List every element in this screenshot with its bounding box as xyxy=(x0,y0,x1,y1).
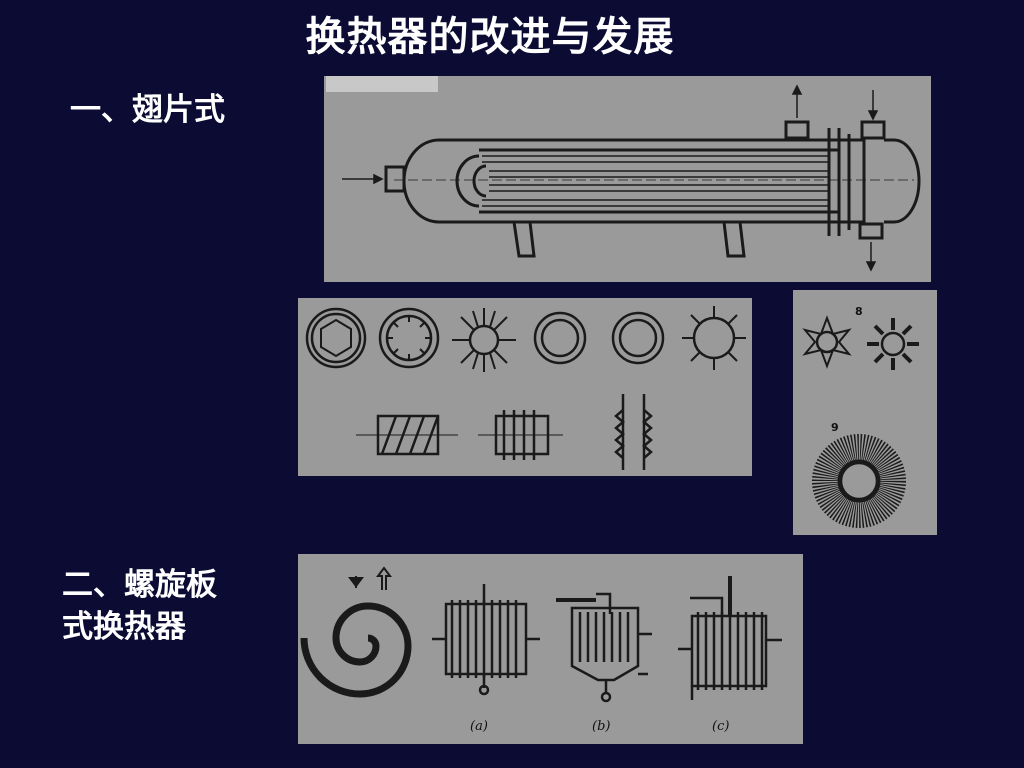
caption-c: (c) xyxy=(712,719,729,734)
star-brush-drawing: 8 9 xyxy=(802,305,919,528)
section-heading-spiral-line2: 式换热器 xyxy=(62,609,186,645)
spiral-plate-drawing: (a) (b) (c) xyxy=(300,566,782,734)
caption-b: (b) xyxy=(592,719,610,734)
shell-tube-exchanger-figure xyxy=(324,76,931,282)
slide-title: 换热器的改进与发展 xyxy=(305,13,675,60)
star-brush-fins-figure: 8 9 xyxy=(793,290,937,535)
figure-label-8: 8 xyxy=(855,305,863,318)
shell-tube-drawing xyxy=(326,76,921,272)
caption-a: (a) xyxy=(470,719,488,734)
figure-label-9: 9 xyxy=(831,421,839,434)
section-heading-finned: 一、翅片式 xyxy=(70,92,225,128)
fin-profiles-drawing xyxy=(305,306,746,470)
section-heading-spiral-line1: 二、螺旋板 xyxy=(62,567,217,603)
section-heading-spiral: 二、螺旋板 式换热器 xyxy=(62,564,217,648)
spiral-plate-exchanger-figure: (a) (b) (c) xyxy=(298,554,803,744)
fin-tube-profiles-figure xyxy=(298,298,752,476)
